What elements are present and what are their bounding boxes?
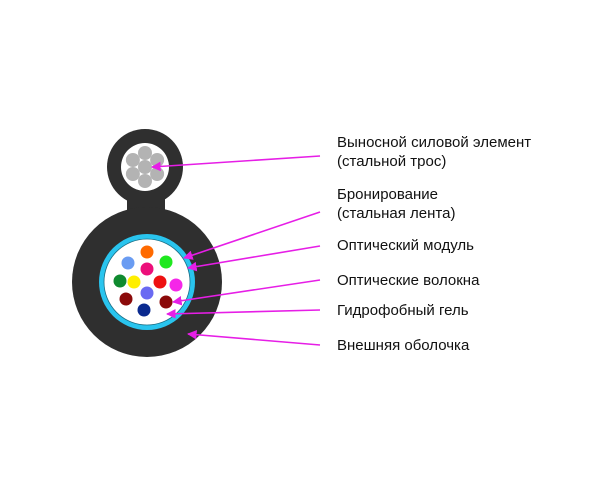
steel-wire [138,146,152,160]
label-line: Бронирование [337,186,439,203]
arrow-hydrophobic-gel [166,308,321,319]
label-line: Гидрофобный гель [337,302,469,319]
arrow-optical-module [187,245,321,272]
optical-fiber [159,255,173,269]
optical-fiber [121,256,135,270]
optical-fiber [153,275,167,289]
label-optical-fibers: Оптические волокна [337,271,479,290]
steel-wire [125,167,140,181]
steel-wire [150,153,165,167]
arrow-outer-sheath [187,329,321,346]
optical-fiber [169,278,183,292]
optical-fiber [140,286,154,300]
label-outer-sheath: Внешняя оболочка [337,336,469,355]
optical-fiber [140,262,154,276]
label-line: Внешняя оболочка [337,337,470,354]
label-line: (стальная лента) [337,205,456,222]
label-line: Оптический модуль [337,237,474,254]
arrow-armor [183,211,321,260]
callout-arrows [151,155,321,346]
arrow-strength-member [151,155,321,172]
steel-wire [138,174,152,188]
label-armor: Бронирование (стальная лента) [337,185,455,223]
label-optical-module: Оптический модуль [337,236,474,255]
optical-fiber [113,274,127,288]
optical-fiber [159,295,173,309]
label-line: Оптические волокна [337,272,480,289]
arrow-optical-fibers [172,279,321,306]
steel-wire [125,153,140,167]
optical-fiber [119,292,133,306]
optical-fiber [127,275,141,289]
optical-fiber [137,303,151,317]
optical-fiber [140,245,154,259]
label-line: (стальной трос) [337,153,447,170]
label-hydrophobic-gel: Гидрофобный гель [337,301,469,320]
label-line: Выносной силовой элемент [337,134,532,151]
steel-wire [150,167,165,181]
steel-wire [138,160,152,174]
label-strength-member: Выносной силовой элемент (стальной трос) [337,133,531,171]
optical-fibers [113,245,183,317]
